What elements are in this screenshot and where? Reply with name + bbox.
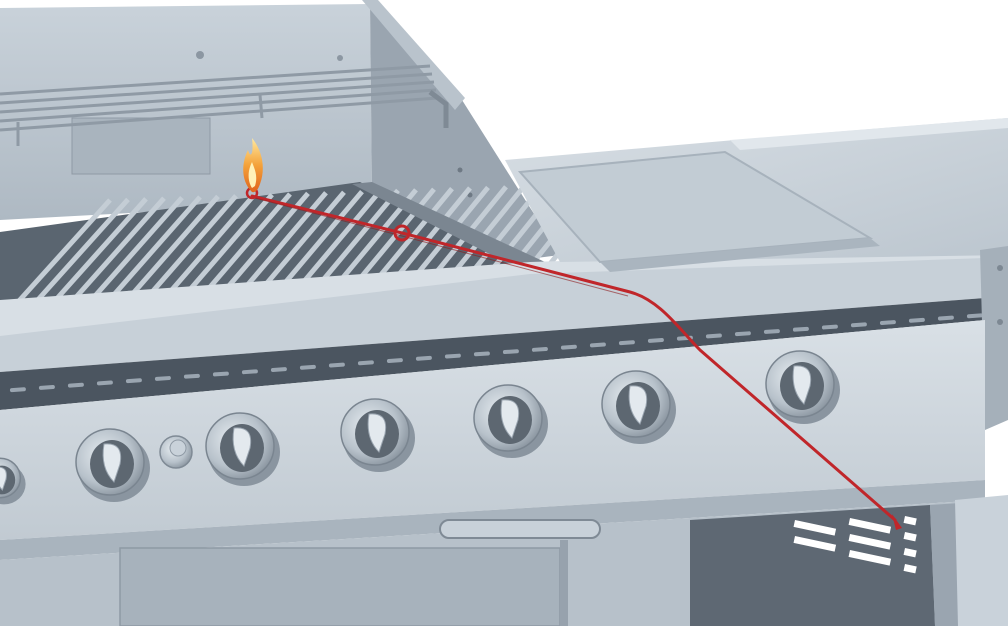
cabinet-vent-slot [903, 532, 917, 542]
vent-slot [850, 322, 867, 328]
vent-slot [38, 385, 55, 390]
control-knob[interactable] [601, 370, 676, 444]
control-knob[interactable] [0, 457, 26, 505]
vent-slot [212, 371, 229, 377]
vent-slot [270, 367, 287, 372]
vent-slots [9, 313, 983, 393]
flame-icon [243, 138, 263, 193]
cabinet-vent-slot [793, 520, 837, 536]
vent-slot [908, 317, 925, 323]
vent-slot [9, 387, 26, 393]
vent-slot [647, 338, 664, 343]
vent-slot [705, 333, 722, 339]
vent-slot [328, 362, 345, 368]
ring-icon [393, 224, 411, 242]
lower-cabinet [0, 495, 1008, 626]
vent-slot [386, 358, 403, 364]
vent-slot [560, 344, 577, 350]
vent-slot [966, 313, 983, 319]
cabinet-door[interactable] [119, 547, 561, 626]
vent-slot [502, 349, 519, 355]
vent-slot [589, 342, 606, 348]
warming-rack [0, 64, 449, 146]
cabinet-vent-slot [903, 564, 917, 574]
cabinet-vent-slot [848, 534, 892, 550]
vent-slot [937, 315, 954, 321]
cabinet-vent-slot [848, 518, 892, 534]
vent-slot [531, 346, 548, 352]
vent-slot [618, 340, 635, 346]
vent-slot [879, 320, 896, 325]
vent-slot [299, 364, 316, 370]
vent-slot [473, 351, 490, 357]
cabinet-vent-slots [793, 516, 917, 574]
control-knob[interactable] [75, 428, 150, 502]
vent-slot [183, 373, 200, 379]
side-shelf [505, 118, 1008, 430]
match-lighter-rod [245, 186, 902, 530]
vent-slot [763, 329, 780, 334]
vent-slot [415, 355, 432, 361]
vent-slot [444, 353, 461, 359]
vent-slot [357, 360, 374, 366]
vent-slot [67, 382, 84, 388]
vent-strip [0, 298, 985, 410]
cabinet-vent-slot [903, 548, 917, 558]
control-knob[interactable] [765, 350, 840, 424]
cabinet-opening [690, 505, 935, 626]
control-knobs [0, 350, 840, 505]
cabinet-vent-slot [848, 550, 892, 566]
vent-slot [734, 331, 751, 337]
cabinet-vent-slot [793, 536, 837, 552]
control-knob[interactable] [205, 412, 280, 486]
control-panel [0, 320, 985, 560]
igniter-button[interactable] [159, 435, 193, 469]
vent-slot [154, 376, 171, 381]
vent-slot [241, 369, 258, 375]
control-knob[interactable] [473, 384, 548, 458]
vent-slot [125, 378, 142, 384]
vent-slot [792, 326, 809, 332]
vent-slot [96, 380, 113, 386]
control-knob[interactable] [340, 398, 415, 472]
door-handle[interactable] [439, 519, 601, 539]
vent-slot [821, 324, 838, 330]
cabinet-vent-slot [903, 516, 917, 526]
